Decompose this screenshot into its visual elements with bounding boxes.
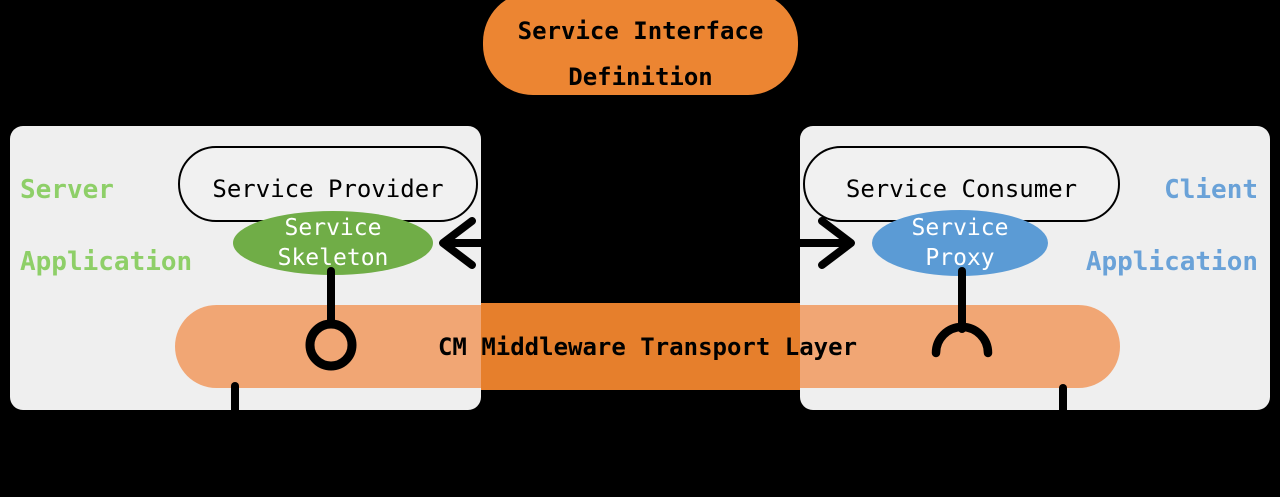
service-provider-label: Service Provider: [212, 175, 444, 203]
server-label-line2: Application: [20, 247, 193, 277]
service-proxy-line2: Proxy: [925, 245, 995, 271]
service-consumer-label: Service Consumer: [845, 175, 1078, 203]
transport-layer-label: CM Middleware Transport Layer: [437, 332, 858, 361]
service-interface-definition-shape: Service Interface Definition: [483, 0, 798, 95]
service-consumer-shape: Service Consumer: [803, 146, 1120, 222]
service-proxy-line1: Service: [911, 215, 1009, 241]
service-skeleton-ellipse: Service Skeleton: [233, 211, 433, 275]
client-label-line2: Application: [1085, 247, 1258, 277]
server-label-line1: Server: [20, 175, 114, 205]
service-proxy-ellipse: Service Proxy: [872, 210, 1048, 276]
service-interface-definition-line2: Definition: [568, 63, 713, 91]
service-skeleton-line1: Service: [284, 215, 382, 241]
server-application-label: Server Application: [20, 174, 192, 278]
service-interface-definition-line1: Service Interface: [517, 17, 764, 45]
client-application-label: Client Application: [1086, 174, 1258, 278]
transport-layer-gap-segment: [481, 303, 800, 390]
client-label-line1: Client: [1164, 175, 1258, 205]
service-skeleton-line2: Skeleton: [277, 245, 389, 271]
